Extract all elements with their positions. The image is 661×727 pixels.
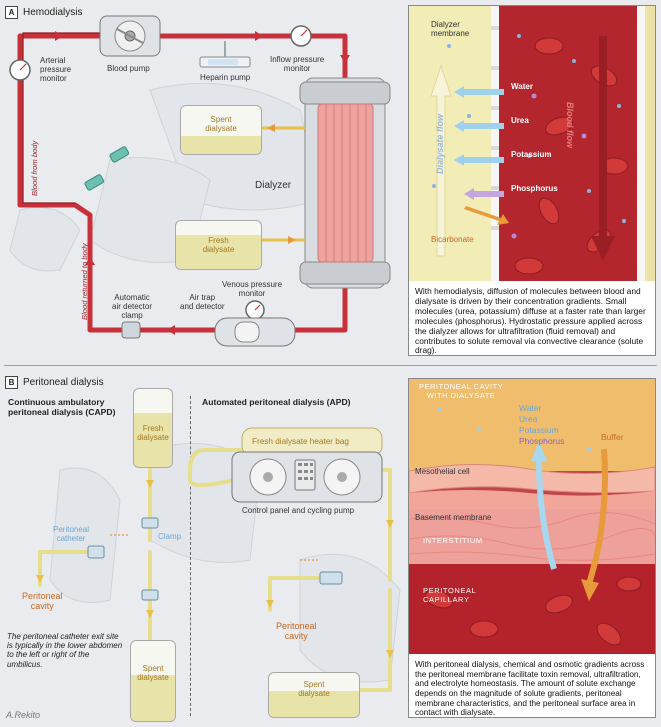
capillary-label: PERITONEAL CAPILLARY [423, 586, 477, 604]
mesothelial-label: Mesothelial cell [415, 467, 470, 476]
peritoneal-inset-art [409, 379, 655, 654]
peritoneal-catheter-label: Peritoneal catheter [53, 525, 90, 544]
pd-phosphorus-label: Phosphorus [519, 436, 565, 446]
blood-pump-label: Blood pump [107, 64, 150, 73]
potassium-label: Potassium [511, 150, 552, 159]
capd-heading: Continuous ambulatory peritoneal dialysi… [8, 397, 116, 417]
apd-heading: Automated peritoneal dialysis (APD) [202, 397, 351, 407]
peritoneal-caption: With peritoneal dialysis, chemical and o… [409, 654, 655, 717]
water-label: Water [511, 82, 533, 91]
control-panel-label: Control panel and cycling pump [242, 506, 355, 515]
air-trap-label: Air trap and detector [180, 293, 225, 312]
spent-dialysate-label: Spent dialysate [205, 115, 237, 133]
hemodialysis-caption: With hemodialysis, diffusion of molecule… [409, 281, 655, 355]
membrane-label: Dialyzer membrane [431, 20, 470, 39]
pd-urea-label: Urea [519, 414, 538, 424]
clamp-label: Clamp [158, 532, 182, 541]
fresh-dialysate-bag: Fresh dialysate [175, 220, 262, 270]
section-divider [4, 365, 657, 366]
air-detector-clamp-label: Automatic air detector clamp [112, 293, 153, 321]
bicarbonate-label: Bicarbonate [431, 235, 474, 244]
dialyzer-label: Dialyzer [255, 180, 292, 191]
cavity-inset-label: PERITONEAL CAVITY WITH DIALYSATE [419, 382, 504, 400]
apd-spent-label: Spent dialysate [298, 680, 330, 698]
capd-spent-bag: Spent dialysate [130, 640, 176, 722]
interstitium-label: INTERSTITIUM [423, 536, 483, 545]
arterial-monitor-label: Arterial pressure monitor [40, 56, 72, 84]
phosphorus-label: Phosphorus [511, 184, 558, 193]
apd-cavity-label: Peritoneal cavity [276, 621, 317, 642]
capd-cavity-label: Peritoneal cavity [22, 591, 63, 612]
buffer-label: Buffer [601, 432, 624, 442]
capd-fresh-bag: Fresh dialysate [133, 388, 173, 468]
pd-potassium-label: Potassium [519, 425, 559, 435]
fresh-dialysate-label: Fresh dialysate [202, 236, 235, 254]
pd-water-label: Water [519, 403, 542, 413]
inflow-monitor-label: Inflow pressure monitor [270, 55, 325, 74]
urea-label: Urea [511, 116, 529, 125]
signature: A.Rekito [6, 710, 41, 720]
hemodialysis-inset: Dialyzer membrane Dialysate flow Blood f… [408, 5, 656, 356]
capd-note: The peritoneal catheter exit site is typ… [7, 632, 123, 669]
venous-monitor-label: Venous pressure monitor [222, 280, 283, 299]
capd-spent-label: Spent dialysate [137, 664, 169, 682]
panel-b-title: Peritoneal dialysis [23, 377, 104, 388]
arterial-pressure-monitor [9, 59, 31, 81]
peritoneal-inset: PERITONEAL CAVITY WITH DIALYSATE Water U… [408, 378, 656, 718]
capd-apd-separator [190, 396, 191, 716]
panel-b-label: B Peritoneal dialysis [5, 376, 104, 389]
panel-a-label: A Hemodialysis [5, 6, 82, 19]
basement-label: Basement membrane [415, 513, 492, 522]
panel-a-title: Hemodialysis [23, 7, 83, 18]
apd-spent-bag: Spent dialysate [268, 672, 360, 718]
hemodialysis-inset-art [409, 6, 655, 281]
panel-a-letter: A [5, 6, 18, 19]
spent-dialysate-bag: Spent dialysate [180, 105, 262, 155]
panel-b-letter: B [5, 376, 18, 389]
heparin-pump-label: Heparin pump [200, 73, 251, 82]
heater-bag-label: Fresh dialysate heater bag [252, 437, 349, 446]
capd-fresh-label: Fresh dialysate [137, 424, 169, 442]
